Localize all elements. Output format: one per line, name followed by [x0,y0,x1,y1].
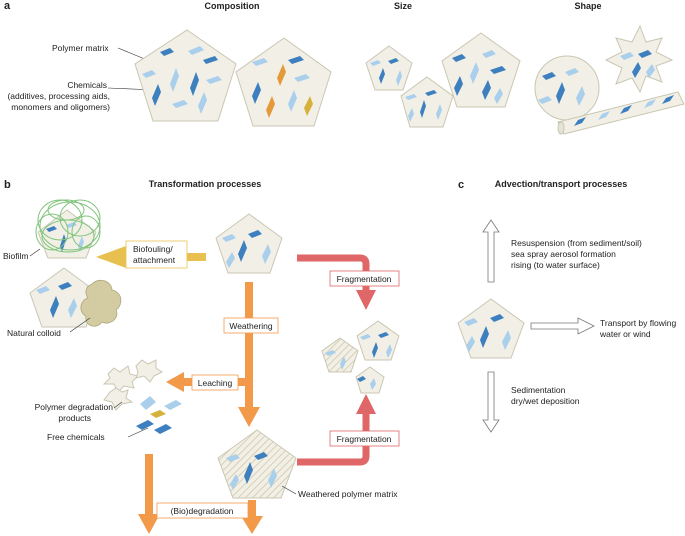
composition-particle-blue [134,29,237,122]
sedimentation-label-2: dry/wet deposition [511,396,580,406]
central-particle [215,213,283,274]
weathering-label: Weathering [229,321,273,331]
transport-particle [457,298,525,359]
size-particle-large [441,32,521,108]
weathered-leader [281,485,297,495]
weathered-particle [217,429,297,499]
weathering-arrow [238,282,260,427]
size-particle-small [365,45,413,91]
free-chemicals-leader [127,427,149,438]
resuspension-label-2: sea spray aerosol formation [511,249,616,259]
sedimentation-label-1: Sedimentation [511,385,566,395]
chemicals-label-1: Chemicals [67,80,107,90]
fragmentation-bottom-label-box [329,430,400,447]
transformation-title: Transformation processes [149,179,262,189]
chemicals-label-2: (additives, processing aids, [7,91,110,101]
weathered-matrix-label: Weathered polymer matrix [298,489,398,499]
resuspension-label-1: Resuspension (from sediment/soil) [511,238,642,248]
fragmentation-bottom-label: Fragmentation [337,434,392,444]
shape-title: Shape [574,1,601,11]
fragment-hatched [321,337,359,373]
resuspension-label-3: rising (to water surface) [511,260,600,270]
polymer-degradation-label-1: Polymer degradation [35,402,114,412]
biofilm-particle [35,199,101,259]
fragmentation-top-label-box [329,270,400,287]
fragmentation-top-label: Fragmentation [337,274,392,284]
fragmentation-bottom-arrow [297,394,376,466]
size-particle-medium [400,76,454,128]
biodegradation-arrow-left [138,454,160,534]
biofouling-label-1: Biofouling/ [133,244,173,254]
advection-title: Advection/transport processes [495,179,628,189]
free-chemicals-group [136,396,182,434]
shape-particle-fiber [557,91,685,135]
biodegradation-label: (Bio)degradation [171,506,234,516]
transport-label-1: Transport by flowing [600,318,676,328]
transport-label-2: water or wind [599,329,651,339]
panel-b-letter: b [4,179,11,191]
fragmentation-top-arrow [297,254,376,310]
biofilm-label: Biofilm [3,251,29,261]
degradation-leader [113,401,123,409]
biofouling-label-box [125,240,188,269]
natural-colloid-label: Natural colloid [7,328,61,338]
biodegradation-arrow-right [241,500,263,534]
leaching-label-box [191,374,239,391]
polymer-degradation-label-2: products [58,413,91,423]
size-title: Size [394,1,412,11]
biofilm-leader [29,248,41,257]
composition-particle-mixed [235,37,332,127]
degradation-products [102,359,163,411]
arrow-up-hollow [482,219,500,283]
fragment-upper [356,320,400,361]
polymer-matrix-label: Polymer matrix [52,43,109,53]
chemicals-label-3: monomers and oligomers) [11,102,110,112]
leaching-label: Leaching [198,378,233,388]
colloid-leader [69,317,91,333]
panel-a-letter: a [4,0,11,12]
shape-particle-star [604,24,674,94]
biodegradation-label-box [156,502,249,519]
arrow-down-hollow [482,371,500,433]
shape-particle-sphere [534,55,600,121]
biofouling-label-2: attachment [133,255,176,265]
composition-title: Composition [205,1,260,11]
weathering-label-box [223,317,279,334]
arrow-right-hollow [530,317,595,335]
colloid-particle [29,267,122,328]
free-chemicals-label: Free chemicals [47,432,105,442]
fragment-lower [355,366,385,394]
panel-c-letter: c [458,179,464,191]
